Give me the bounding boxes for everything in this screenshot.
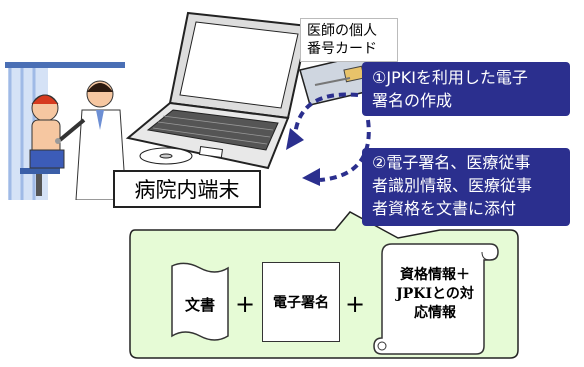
step-1-line1: ①JPKIを利用した電子: [372, 68, 528, 87]
step-1-box: ①JPKIを利用した電子 署名の作成: [362, 62, 570, 116]
step-2-line1: ②電子署名、医療従事: [372, 153, 531, 172]
signature-box: 電子署名: [262, 262, 340, 342]
step-1-line2: 署名の作成: [372, 91, 453, 110]
id-card-label: 医師の個人 番号カード: [300, 18, 398, 62]
plus-sign-1: +: [235, 290, 256, 318]
cycle-arrow: [286, 92, 371, 186]
qualification-line3: 応情報: [414, 305, 456, 321]
qualification-line2: JPKIとの対: [396, 286, 474, 302]
document-shape: [171, 262, 229, 341]
qualification-label: 資格情報＋ JPKIとの対 応情報: [385, 266, 485, 323]
card-label-line1: 医師の個人: [307, 23, 377, 39]
doctor-patient-illustration: [5, 62, 127, 200]
qualification-line1: 資格情報＋: [400, 267, 470, 283]
step-2-line2: 者識別情報、医療従事: [372, 176, 533, 195]
qualification-scroll-shape: [373, 243, 499, 355]
step-2-box: ②電子署名、医療従事 者識別情報、医療従事 者資格を文書に添付: [362, 148, 570, 226]
document-label: 文書: [184, 296, 215, 314]
card-label-line2: 番号カード: [307, 41, 377, 57]
signature-label: 電子署名: [273, 295, 329, 311]
step-2-line3: 者資格を文書に添付: [372, 199, 517, 218]
laptop-illustration: [125, 11, 310, 170]
terminal-label: 病院内端末: [113, 170, 261, 208]
plus-sign-2: +: [345, 290, 366, 318]
